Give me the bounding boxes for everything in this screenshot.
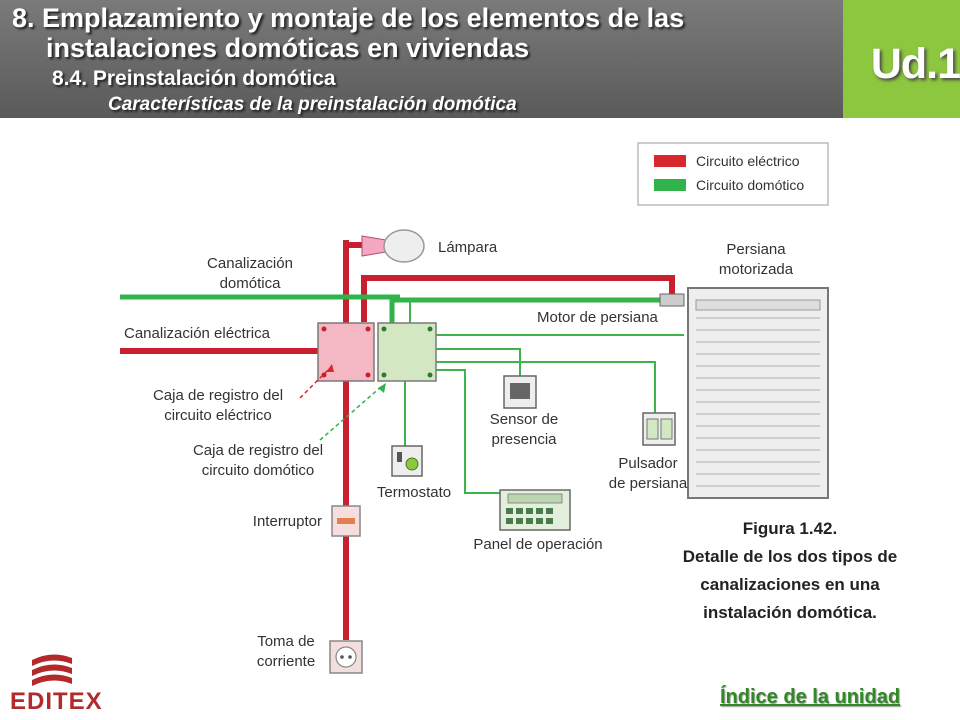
switch-icon (331, 505, 361, 537)
electric-circuit (120, 240, 675, 640)
caption-line3: canalizaciones en una (700, 575, 880, 594)
label-persiana-line1: Persiana (726, 241, 786, 258)
label-caja-domotico-line2: circuito domótico (202, 462, 315, 479)
editex-logo-text: EDITEX (10, 688, 103, 715)
unit-index-link[interactable]: Índice de la unidad (720, 686, 901, 708)
caption-line2: Detalle de los dos tipos de (682, 547, 898, 566)
slide-title-line1: 8. Emplazamiento y montaje de los elemen… (12, 3, 685, 33)
label-canalizacion-domotica-line1: Canalización (207, 255, 293, 272)
shutter-motor-icon (659, 293, 685, 307)
lamp-icon (361, 229, 425, 263)
editex-logo-icon (32, 654, 72, 686)
label-sensor-line1: Sensor de (490, 411, 558, 428)
label-toma-line1: Toma de (257, 633, 315, 650)
label-toma-line2: corriente (257, 653, 315, 670)
label-canalizacion-domotica-line2: domótica (220, 275, 282, 292)
slide-section: Características de la preinstalación dom… (108, 94, 517, 115)
figure-caption: Figura 1.42. Detalle de los dos tipos de… (630, 515, 950, 627)
presence-sensor-icon (503, 375, 537, 409)
legend-domotic-label: Circuito domótico (696, 177, 804, 193)
label-caja-electrico-line1: Caja de registro del (153, 387, 283, 404)
domotic-junction-box (377, 322, 437, 382)
domotic-installation-diagram: Circuito eléctrico Circuito domótico (120, 142, 829, 674)
label-pulsador-line2: de persiana (609, 475, 688, 492)
caption-line1: Figura 1.42. (742, 519, 838, 538)
label-persiana-line2: motorizada (719, 261, 794, 278)
legend-domotic-swatch (654, 179, 686, 191)
legend: Circuito eléctrico Circuito domótico (637, 142, 829, 206)
legend-electric-swatch (654, 155, 686, 167)
label-lampara: Lámpara (438, 239, 498, 256)
electric-junction-box (317, 322, 375, 382)
slide-title-line2: instalaciones domóticas en viviendas (46, 33, 530, 63)
pointer-arrows (299, 367, 383, 441)
domotic-branches (404, 299, 684, 494)
label-sensor-line2: presencia (491, 431, 557, 448)
label-motor-persiana: Motor de persiana (537, 309, 659, 326)
shutter-push-button-icon (642, 412, 676, 446)
socket-icon (329, 640, 363, 674)
legend-electric-label: Circuito eléctrico (696, 153, 800, 169)
unit-badge-text: Ud.1 (870, 40, 960, 88)
unit-badge: Ud.1 (843, 0, 960, 118)
label-canalizacion-electrica: Canalización eléctrica (124, 325, 271, 342)
shutter-icon (687, 287, 829, 499)
label-interruptor: Interruptor (253, 513, 322, 530)
slide-header: 8. Emplazamiento y montaje de los elemen… (0, 0, 843, 118)
caption-line4: instalación domótica. (703, 603, 877, 622)
label-panel-operacion: Panel de operación (473, 536, 602, 553)
thermostat-icon (391, 445, 423, 477)
label-termostato: Termostato (377, 484, 451, 501)
operation-panel-icon (499, 489, 571, 531)
label-caja-domotico-line1: Caja de registro del (193, 442, 323, 459)
label-pulsador-line1: Pulsador (618, 455, 677, 472)
label-caja-electrico-line2: circuito eléctrico (164, 407, 272, 424)
slide-subtitle: 8.4. Preinstalación domótica (52, 67, 336, 90)
